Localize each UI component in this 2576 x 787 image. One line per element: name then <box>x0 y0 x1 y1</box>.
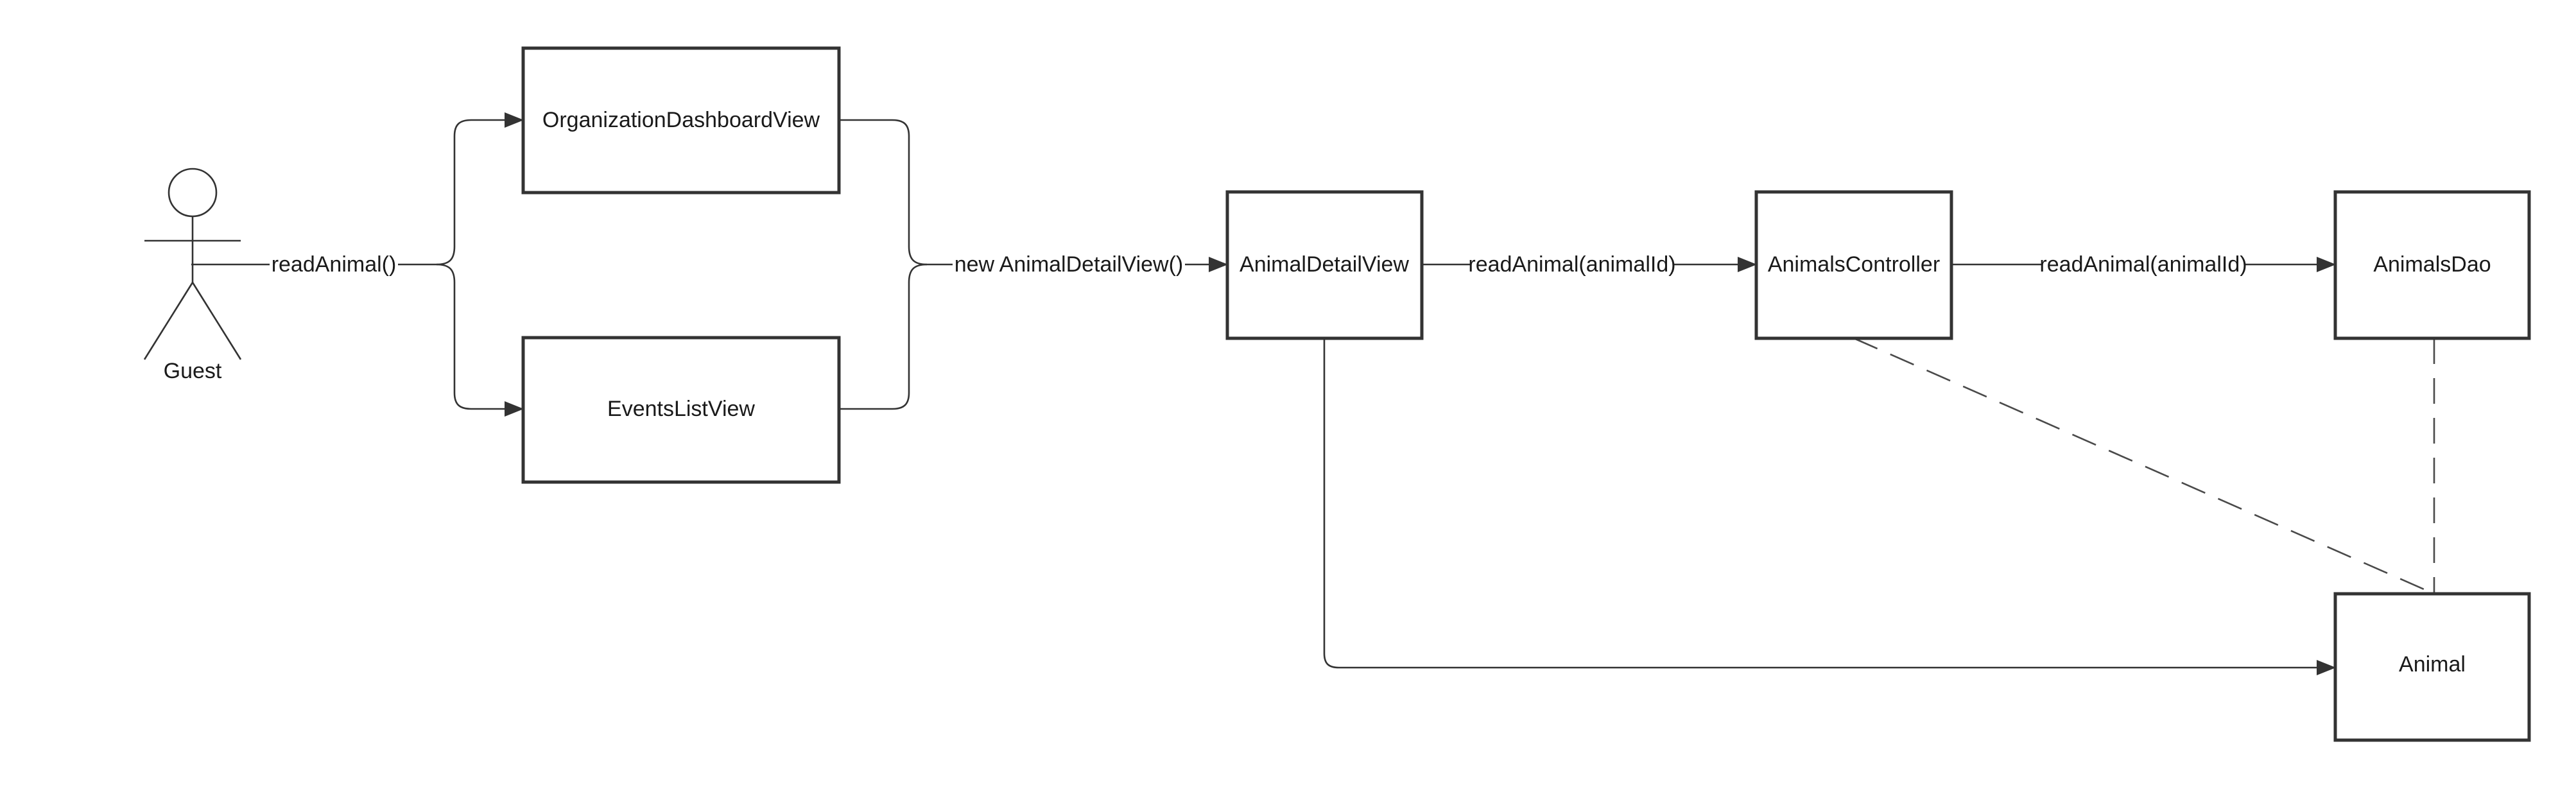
node-animals-dao-label: AnimalsDao <box>2373 252 2491 277</box>
edge-label-guest-call-text: readAnimal() <box>272 252 397 277</box>
actor-guest[interactable]: Guest <box>143 168 242 383</box>
edge-label-guest-call: readAnimal() <box>270 249 398 279</box>
edge-label-views-call: new AnimalDetailView() <box>953 249 1185 279</box>
node-animals-controller[interactable]: AnimalsController <box>1754 190 1953 340</box>
actor-head <box>168 168 218 218</box>
node-organization-dashboard-view-label: OrganizationDashboardView <box>542 108 820 132</box>
edge-guest-to-eventslist <box>436 263 524 417</box>
edge-guest-to-views <box>191 112 524 266</box>
node-animals-dao[interactable]: AnimalsDao <box>2333 190 2531 340</box>
actor-label: Guest <box>164 359 222 383</box>
edge-label-controller-to-dao-text: readAnimal(animalId) <box>2039 252 2247 277</box>
node-events-list-view[interactable]: EventsListView <box>521 336 841 484</box>
edge-dashboard-merge <box>839 119 928 266</box>
actor-right-leg <box>191 282 242 360</box>
edge-label-detail-to-controller-text: readAnimal(animalId) <box>1468 252 1675 277</box>
node-animal-detail-view-label: AnimalDetailView <box>1240 252 1409 277</box>
actor-left-leg <box>143 282 194 360</box>
edge-label-detail-to-controller: readAnimal(animalId) <box>1468 249 1676 279</box>
edge-eventslist-merge <box>839 263 928 410</box>
node-animal-detail-view[interactable]: AnimalDetailView <box>1225 190 1424 340</box>
edge-detail-to-animal <box>1323 338 2336 675</box>
node-organization-dashboard-view[interactable]: OrganizationDashboardView <box>521 46 841 195</box>
node-animals-controller-label: AnimalsController <box>1768 252 1940 277</box>
node-events-list-view-label: EventsListView <box>607 397 755 421</box>
edge-label-views-call-text: new AnimalDetailView() <box>955 252 1184 277</box>
edge-label-controller-to-dao: readAnimal(animalId) <box>2039 249 2247 279</box>
dashed-controller-to-animal <box>1853 337 2435 595</box>
node-animal-label: Animal <box>2399 652 2466 677</box>
node-animal[interactable]: Animal <box>2333 592 2531 742</box>
